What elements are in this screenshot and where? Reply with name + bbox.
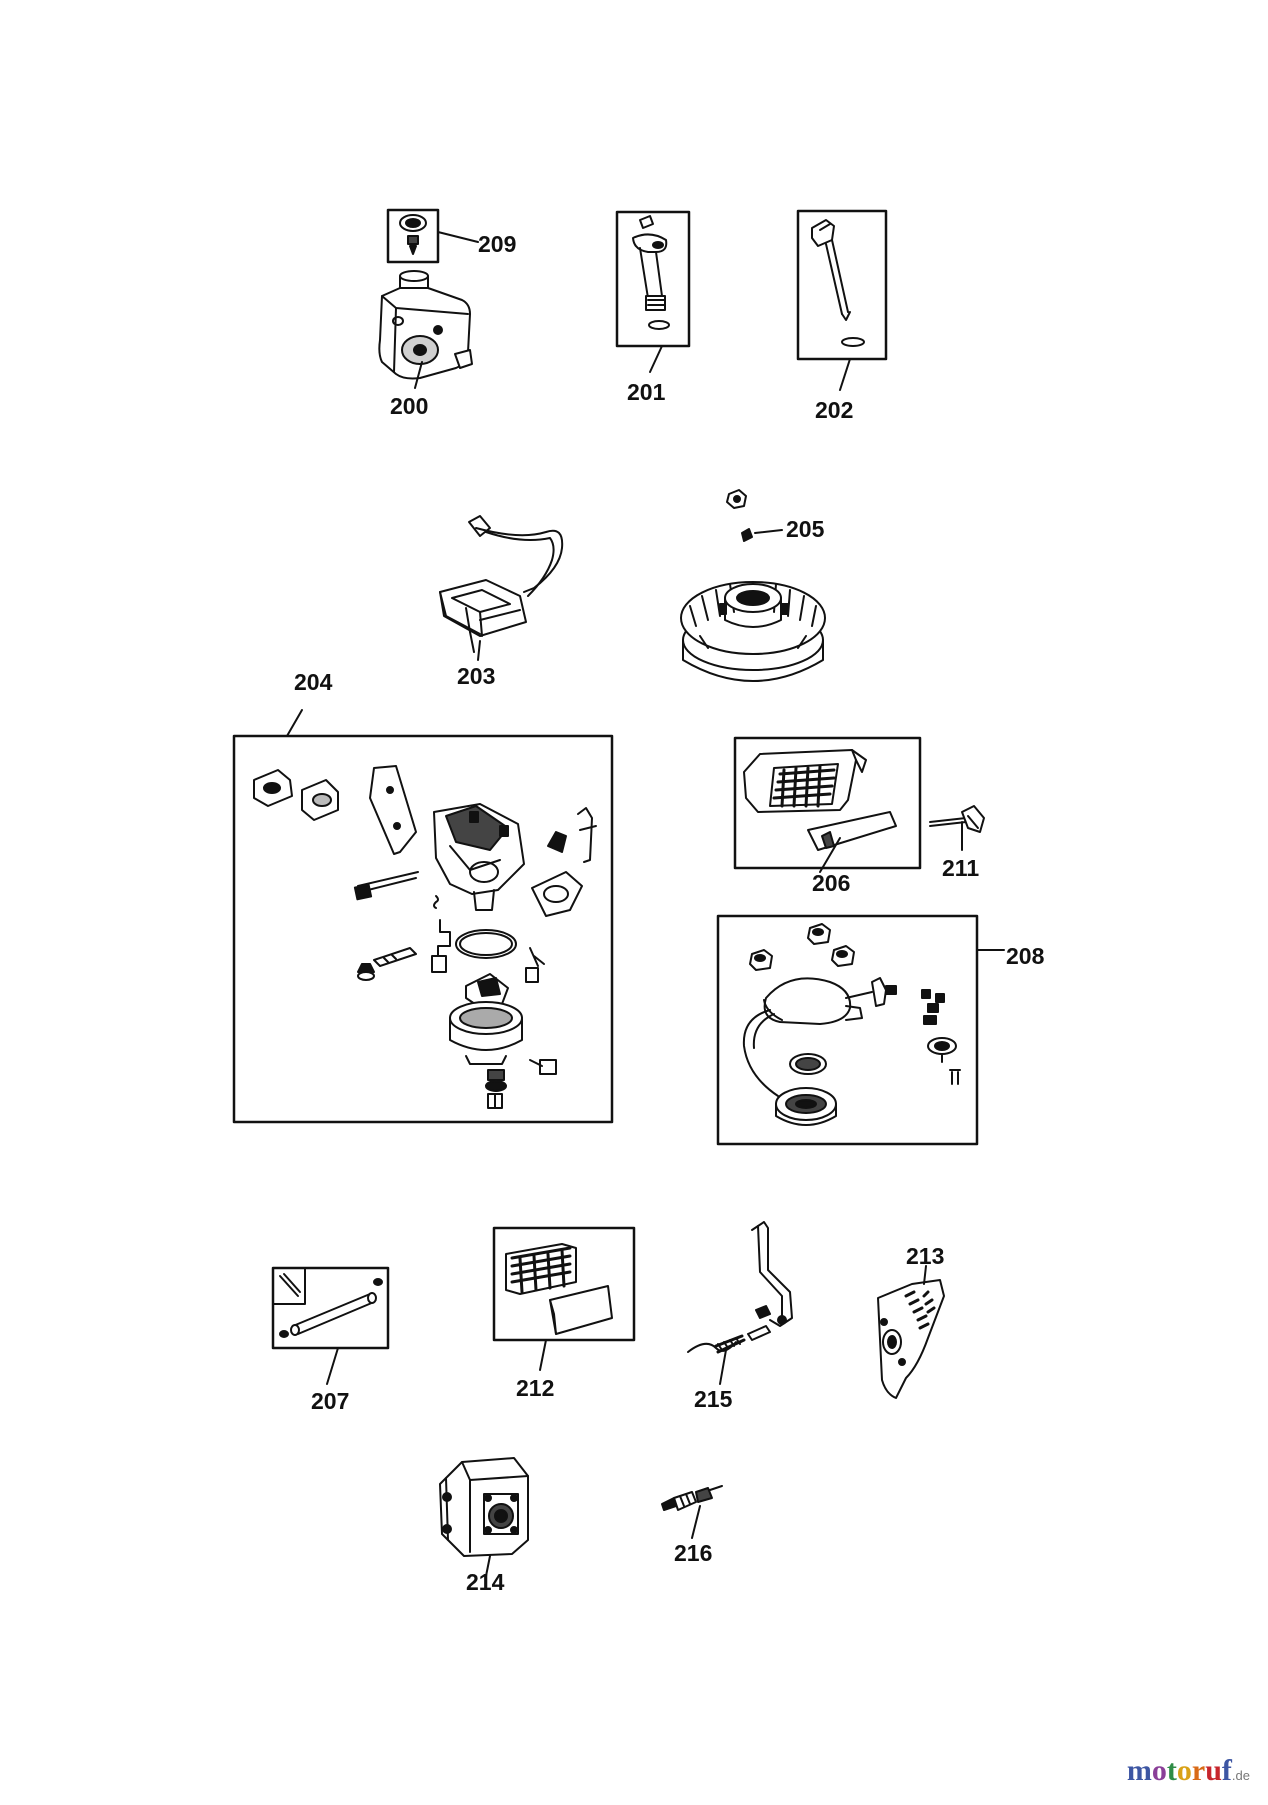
watermark-letter: o [1176,1754,1192,1787]
governor-lever-icon [687,1221,793,1385]
watermark-letter: r [1191,1754,1206,1787]
oil-fill-tube-icon [615,210,691,373]
label-212: 211 [942,855,979,881]
label-216: 216 [674,1540,712,1566]
flywheel-key-icon [726,489,783,542]
watermark-letter: m [1126,1754,1152,1787]
part-labels: 209 200 201 202 205 203 204 206 211 208 … [294,231,1045,1595]
watermark-letter: t [1166,1754,1177,1787]
label-206: 206 [812,870,850,896]
watermark-letter: o [1151,1754,1167,1787]
label-200: 200 [390,393,428,419]
label-215: 215 [694,1386,733,1412]
recoil-starter-icon [742,923,961,1126]
recoil-starter-box [716,914,979,1146]
muffler-icon [439,1457,529,1577]
ignition-coil-icon [439,515,564,661]
watermark-letter: f [1221,1754,1232,1787]
label-209: 209 [478,231,516,257]
motoruf-watermark: motoruf.de [1127,1754,1250,1788]
muffler-guard-icon [877,1265,945,1399]
label-214: 214 [466,1569,505,1595]
air-filter-box [492,1226,636,1342]
watermark-letter: u [1205,1754,1222,1787]
flywheel-icon [680,581,826,682]
leader-204 [286,709,303,737]
fuel-cap-icon [386,208,479,264]
air-filter-icon [505,1243,613,1371]
carburetor-kit-box [232,734,614,1124]
pin-kit-icon [279,1273,383,1385]
label-204: 204 [294,669,333,695]
label-213: 213 [906,1243,944,1269]
label-207: 207 [311,1388,349,1414]
label-202: 202 [815,397,853,423]
pin-kit-box [271,1266,390,1350]
pin-kit-inset [272,1267,306,1305]
wing-screw-icon [929,805,985,851]
spark-plug-icon [661,1485,723,1539]
label-211: 212 [516,1375,554,1401]
dipstick-icon [796,209,888,391]
label-208: 208 [1006,943,1045,969]
fuel-tank-icon [378,270,473,389]
label-201: 201 [627,379,666,405]
label-205: 205 [786,516,825,542]
air-cleaner-icon [743,749,897,873]
air-cleaner-box [733,736,922,870]
watermark-tld: .de [1231,1768,1250,1783]
label-203: 203 [457,663,495,689]
carburetor-kit-icon [253,765,597,1109]
